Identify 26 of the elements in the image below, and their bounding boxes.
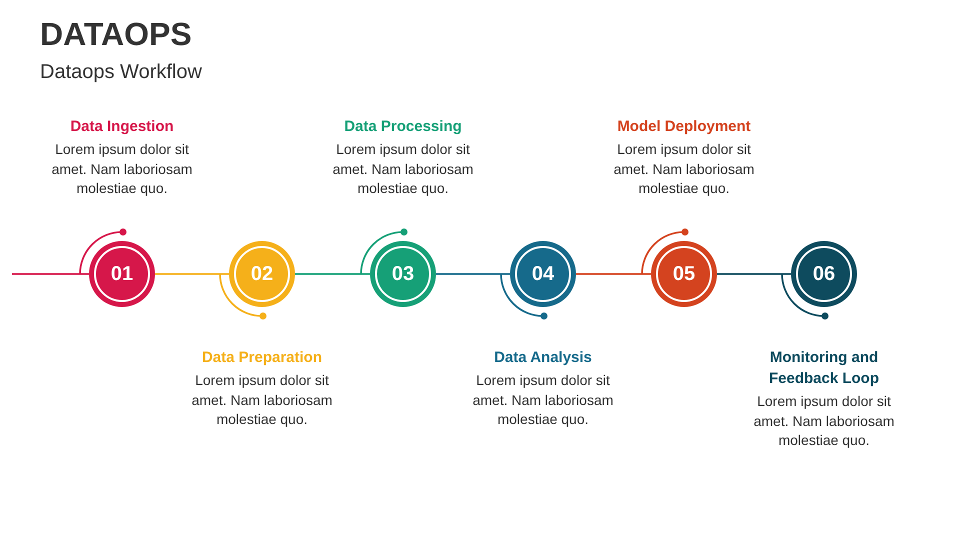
step-description: Lorem ipsum dolor sit amet. Nam laboriosam molestiae quo. [612, 140, 756, 198]
step-number: 05 [672, 262, 696, 287]
step-heading: Data Analysis [494, 348, 592, 368]
connector-line [576, 273, 651, 275]
step-heading: Data Ingestion [70, 117, 174, 137]
step-heading: Data Preparation [202, 348, 322, 368]
step-number: 06 [812, 262, 836, 287]
step-number: 01 [110, 262, 134, 287]
step-description: Lorem ipsum dolor sit amet. Nam laboriosam molestiae quo. [190, 371, 334, 429]
step-heading: Monitoring and Feedback Loop [768, 348, 880, 389]
step-description: Lorem ipsum dolor sit amet. Nam laboriosam molestiae quo. [752, 392, 896, 450]
connector-line [717, 273, 791, 275]
connector-line [12, 273, 89, 275]
step-number: 04 [532, 262, 554, 287]
subtitle: Dataops Workflow [40, 60, 202, 85]
connector-line [155, 273, 229, 275]
connector-line [295, 273, 370, 275]
connector-line [436, 273, 510, 275]
step-number: 02 [250, 262, 274, 287]
step-number: 03 [392, 262, 414, 287]
title: DATAOPS [40, 15, 192, 54]
step-description: Lorem ipsum dolor sit amet. Nam laboriosam molestiae quo. [472, 371, 614, 429]
step-description: Lorem ipsum dolor sit amet. Nam laboriosam molestiae quo. [332, 140, 474, 198]
step-heading: Model Deployment [617, 117, 751, 137]
step-heading: Data Processing [344, 117, 462, 137]
step-description: Lorem ipsum dolor sit amet. Nam laboriosam molestiae quo. [50, 140, 194, 198]
